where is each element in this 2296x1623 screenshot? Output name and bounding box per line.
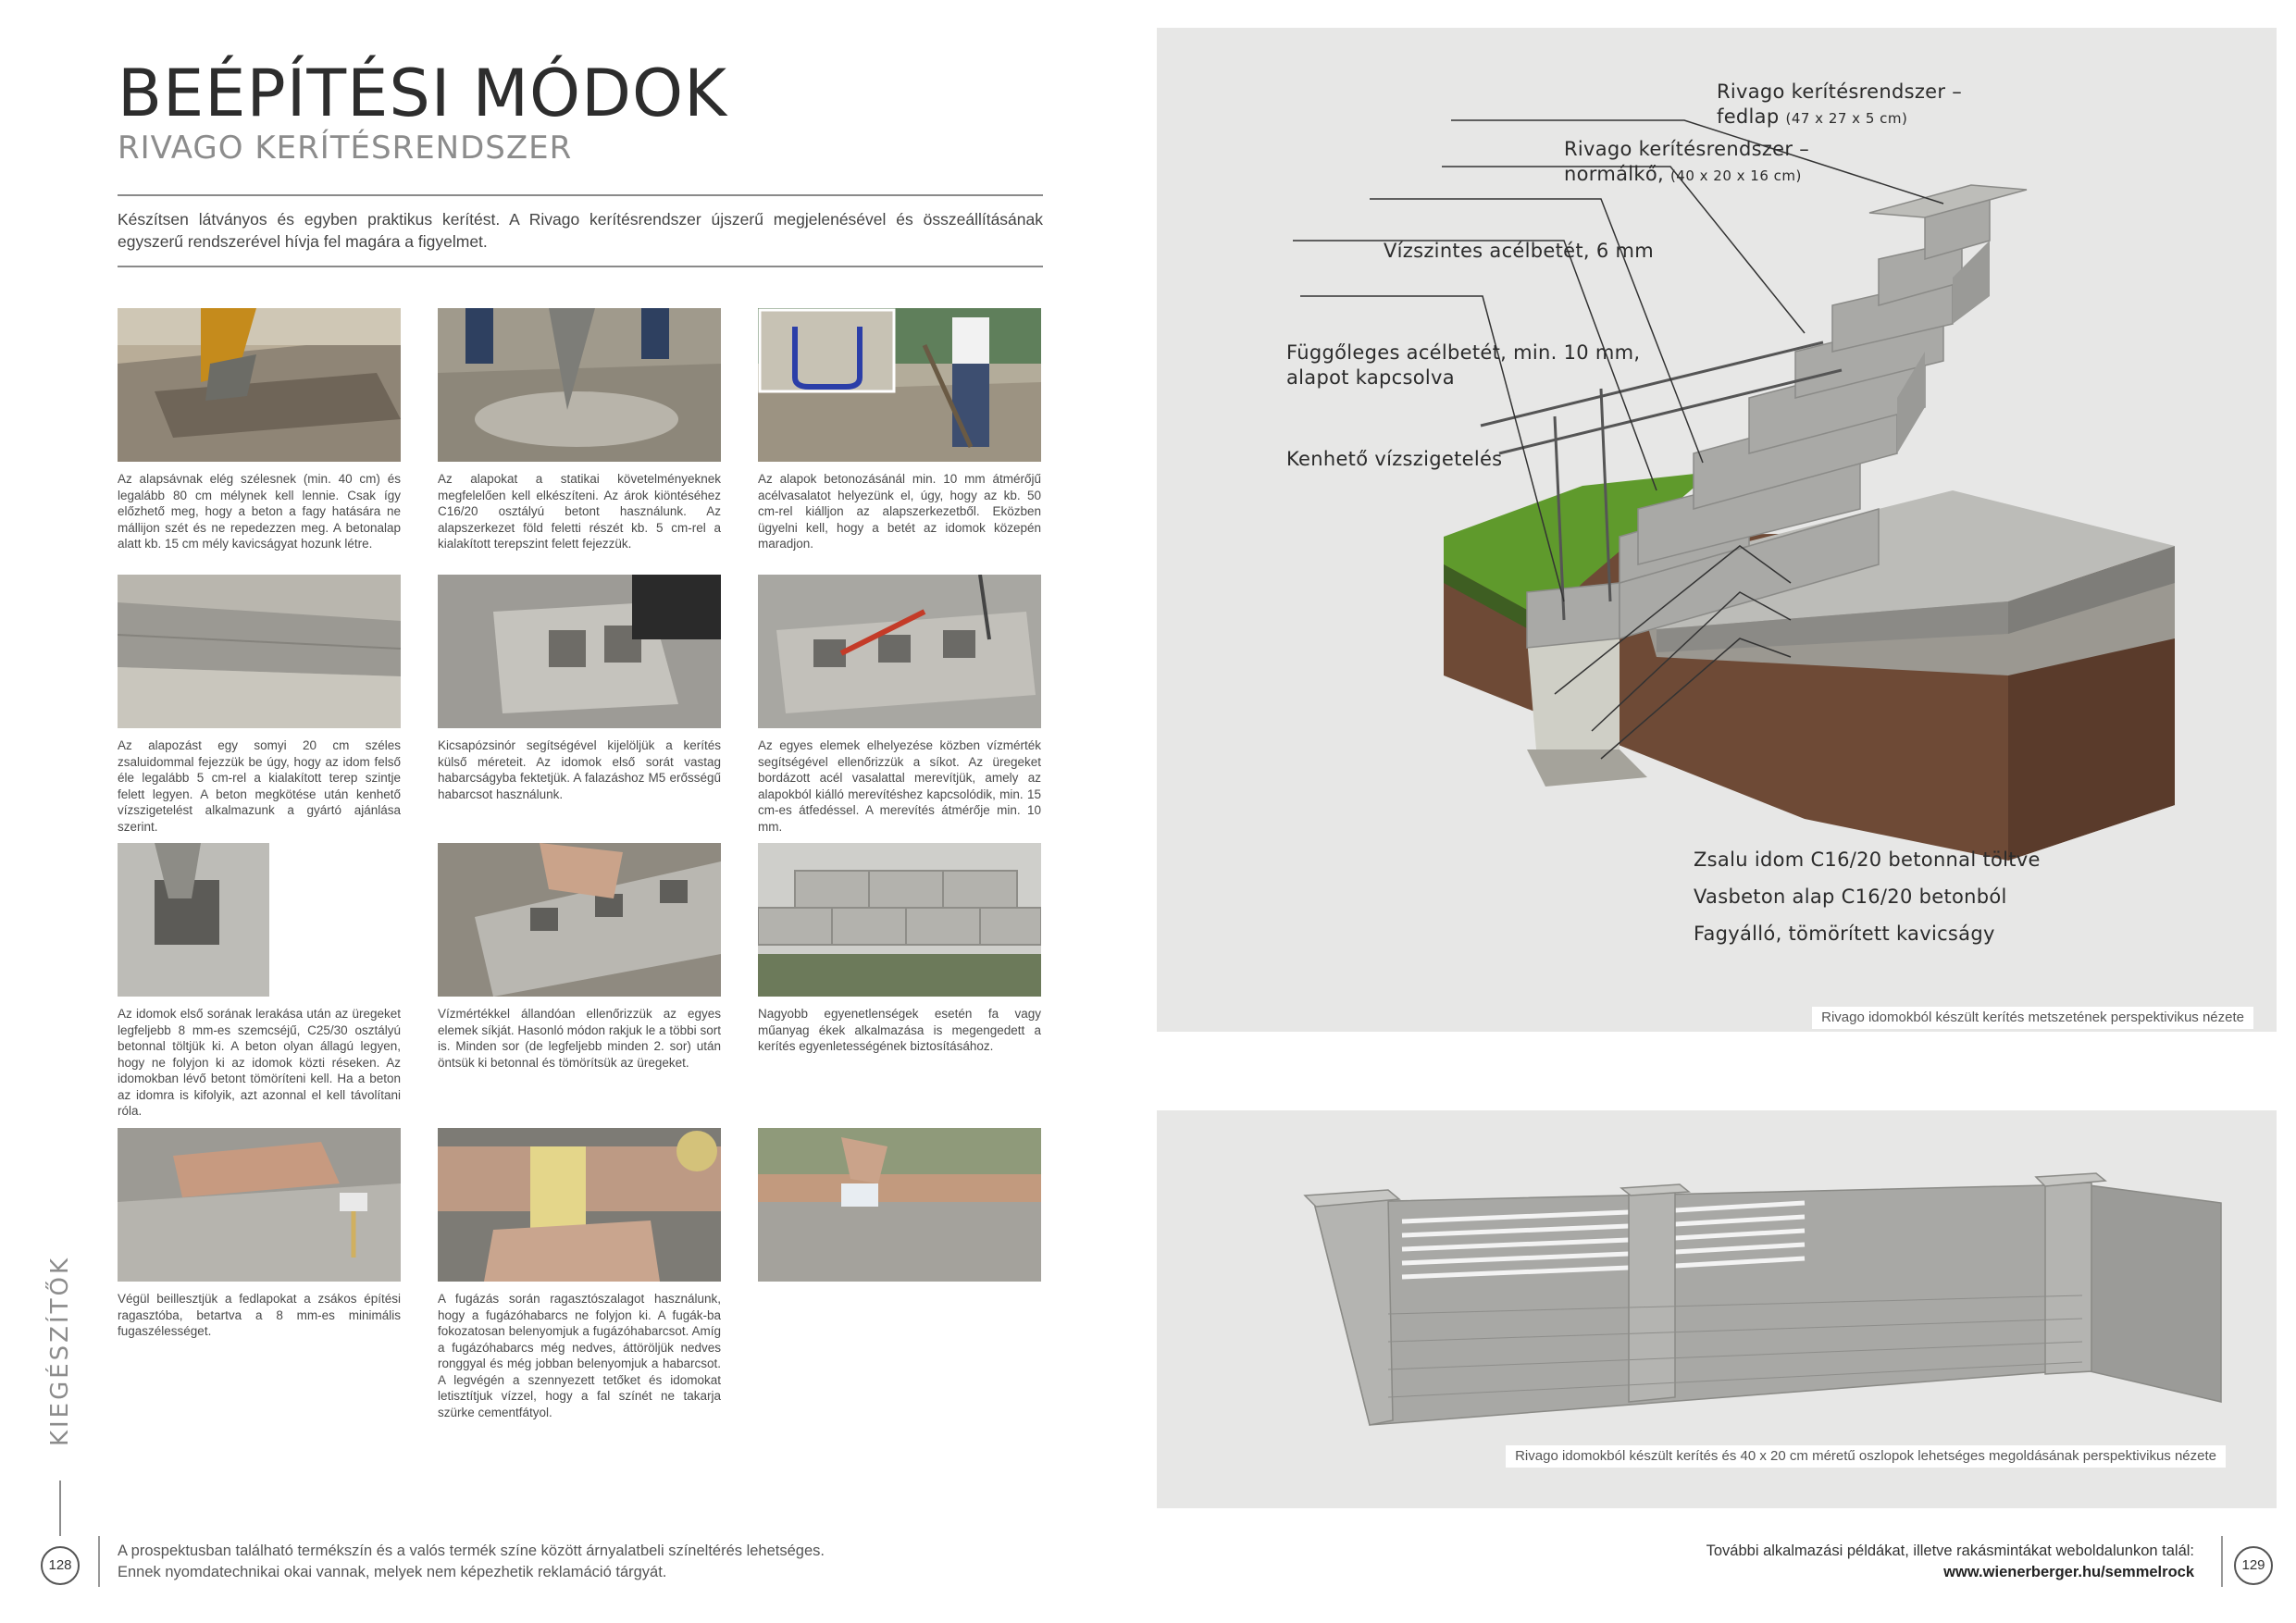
label-fedlap: Rivago kerítésrendszer – fedlap (47 x 27… — [1717, 80, 1962, 131]
label-vertical-rebar-line-2: alapot kapcsolva — [1286, 366, 1455, 389]
step-8-photo — [438, 843, 721, 997]
cross-section-illustration — [1293, 119, 2175, 861]
website-link[interactable]: www.wienerberger.hu/semmelrock — [1943, 1564, 2194, 1580]
label-normalko-word: normálkő, — [1564, 163, 1664, 185]
fence-view-caption: Rivago idomokból készült kerítés és 40 x… — [1506, 1445, 2226, 1468]
step-5-photo — [438, 575, 721, 728]
section-side-tab: KIEGÉSZÍTŐK — [37, 1203, 83, 1555]
label-horizontal-rebar: Vízszintes acélbetét, 6 mm — [1384, 240, 1655, 262]
label-normalko-line-2: normálkő, (40 x 20 x 16 cm) — [1564, 162, 1809, 189]
label-normalko-dimension: (40 x 20 x 16 cm) — [1669, 167, 1802, 184]
page-number-right: 129 — [2234, 1546, 2273, 1585]
label-fedlap-line-1: Rivago kerítésrendszer – — [1717, 81, 1963, 103]
step-4-caption: Az alapozást egy somyi 20 cm széles zsal… — [118, 738, 401, 834]
footer-separator-left — [98, 1536, 100, 1587]
step-5-caption: Kicsapózsinór segítségével kijelöljük a … — [438, 738, 721, 801]
step-9-photo — [758, 843, 1041, 997]
label-fedlap-line-2: fedlap (47 x 27 x 5 cm) — [1717, 105, 1962, 131]
footnote-left: A prospektusban található termékszín és … — [118, 1541, 825, 1583]
step-2-photo — [438, 308, 721, 462]
step-11-photo — [438, 1128, 721, 1282]
step-1-caption: Az alapsávnak elég szélesnek (min. 40 cm… — [118, 472, 401, 551]
step-6-caption: Az egyes elemek elhelyezése közben vízmé… — [758, 738, 1041, 834]
label-vertical-rebar: Függőleges acélbetét, min. 10 mm, alapot… — [1286, 341, 1640, 390]
step-2-caption: Az alapokat a statikai követelményeknek … — [438, 472, 721, 551]
top-rule — [118, 194, 1043, 196]
label-foundation: Vasbeton alap C16/20 betonból — [1694, 886, 2007, 908]
fence-view-panel: Rivago idomokból készült kerítés és 40 x… — [1157, 1110, 2277, 1508]
intro-rule — [118, 266, 1043, 267]
page-subtitle: RIVAGO KERÍTÉSRENDSZER — [118, 130, 573, 167]
page-title: BEÉPÍTÉSI MÓDOK — [118, 56, 728, 131]
step-11-caption: A fugázás során ragasztószalagot használ… — [438, 1292, 721, 1419]
label-normalko: Rivago kerítésrendszer – normálkő, (40 x… — [1564, 137, 1809, 189]
footnote-left-line-1: A prospektusban található termékszín és … — [118, 1542, 825, 1559]
footer-separator-right — [2221, 1536, 2223, 1587]
step-1-photo — [118, 308, 401, 462]
step-7-photo — [118, 843, 269, 997]
step-7-caption: Az idomok első sorának lerakása után az … — [118, 1007, 401, 1118]
side-tab-label: KIEGÉSZÍTŐK — [46, 1255, 74, 1447]
label-formwork: Zsalu idom C16/20 betonnal töltve — [1694, 849, 2041, 871]
step-4-photo — [118, 575, 401, 728]
side-tab-line — [59, 1481, 61, 1536]
step-8-caption: Vízmértékkel állandóan ellenőrizzük az e… — [438, 1007, 721, 1070]
label-gravel: Fagyálló, tömörített kavicságy — [1694, 923, 1995, 945]
step-10-caption: Végül beillesztjük a fedlapokat a zsákos… — [118, 1292, 401, 1338]
label-vertical-rebar-line-1: Függőleges acélbetét, min. 10 mm, — [1286, 341, 1641, 364]
cross-section-caption: Rivago idomokból készült kerítés metszet… — [1812, 1007, 2253, 1029]
step-3-photo — [758, 308, 1041, 462]
footnote-right-line-1: További alkalmazási példákat, illetve ra… — [1706, 1542, 2194, 1559]
label-waterproofing: Kenhető vízszigetelés — [1286, 448, 1503, 470]
step-10-photo — [118, 1128, 401, 1282]
footnote-right: További alkalmazási példákat, illetve ra… — [1706, 1541, 2194, 1583]
label-normalko-line-1: Rivago kerítésrendszer – — [1564, 138, 1810, 160]
step-3-caption: Az alapok betonozásánál min. 10 mm átmér… — [758, 472, 1041, 551]
label-fedlap-word: fedlap — [1717, 105, 1780, 128]
fence-illustration — [1303, 1172, 2222, 1426]
step-12-photo — [758, 1128, 1041, 1282]
label-fedlap-dimension: (47 x 27 x 5 cm) — [1785, 110, 1908, 127]
step-9-caption: Nagyobb egyenetlenségek esetén fa vagy m… — [758, 1007, 1041, 1053]
cross-section-panel: Rivago kerítésrendszer – fedlap (47 x 27… — [1157, 28, 2277, 1032]
footnote-left-line-2: Ennek nyomdatechnikai okai vannak, melye… — [118, 1564, 667, 1580]
page-number-left: 128 — [41, 1546, 80, 1585]
step-6-photo — [758, 575, 1041, 728]
intro-text: Készítsen látványos és egyben praktikus … — [118, 210, 1043, 251]
